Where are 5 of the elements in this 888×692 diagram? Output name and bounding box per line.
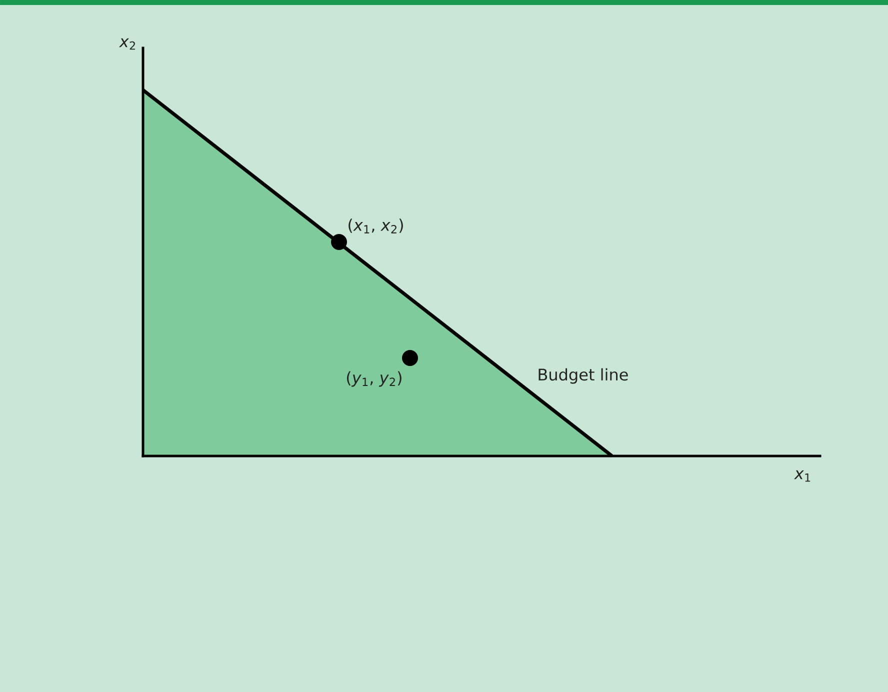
- axis-label: x$_{1}$: [794, 470, 810, 482]
- point-label: (y$_{1}$, y$_{2}$): [346, 371, 402, 387]
- line-label: Budget line: [538, 368, 628, 384]
- axis-label: x$_{2}$: [118, 38, 135, 50]
- point-label: (x$_{1}$, x$_{2}$): [348, 218, 403, 234]
